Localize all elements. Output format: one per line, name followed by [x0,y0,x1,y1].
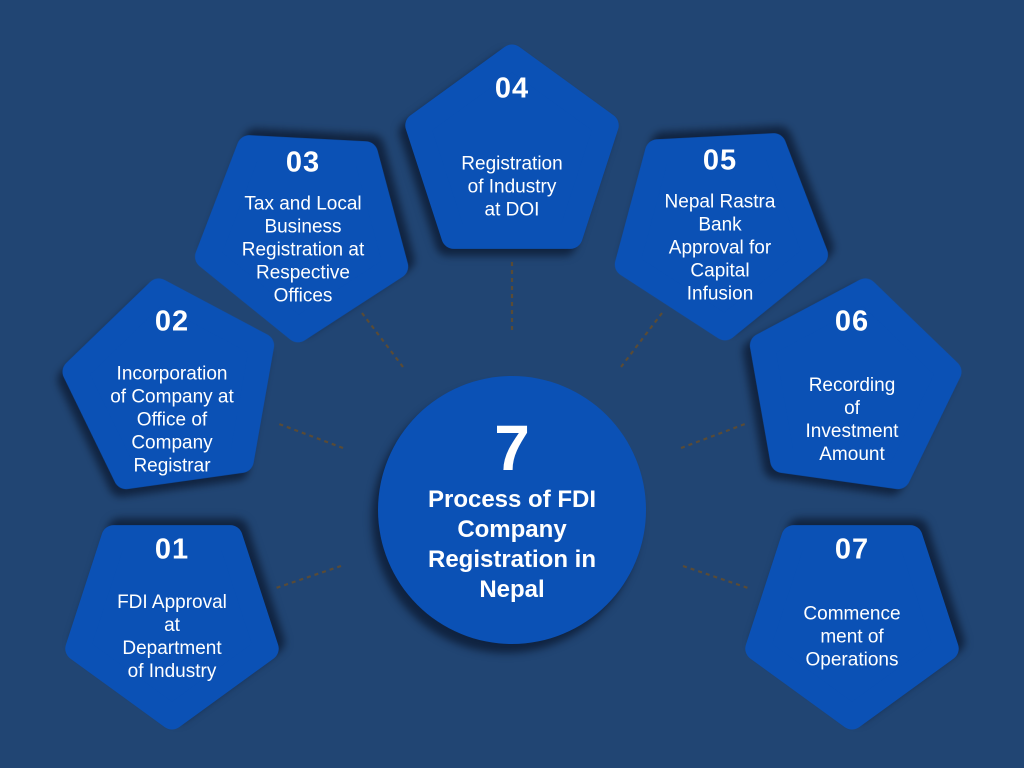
step-label: Recording of Investment Amount [805,375,899,465]
pentagon-shape-icon [405,44,619,249]
step-label: Incorporation of Company at Office of Co… [110,363,234,477]
connector-line-01 [275,564,342,590]
pentagon-shape-icon [62,278,275,490]
connector-line-05 [620,312,663,368]
step-count: 7 [494,412,530,484]
pentagon-shape-icon [65,525,279,730]
step-number: 01 [154,533,190,566]
pentagon-shape-icon [749,278,962,490]
step-label: FDI Approval at Department of Industry [117,592,227,682]
step-label: Nepal Rastra Bank Approval for Capital I… [664,191,776,305]
step-number: 07 [834,533,870,566]
step-pentagon-02: 02 Incorporation of Company at Office of… [48,261,296,509]
step-label: Registration of Industry at DOI [461,153,563,221]
connector-line-07 [682,564,749,590]
step-pentagon-01: 01 FDI Approval at Department of Industr… [48,498,296,746]
connector-line-02 [278,422,344,450]
step-label: Tax and Local Business Registration at R… [241,193,365,307]
step-pentagon-05: 05 Nepal Rastra Bank Approval for Capita… [596,109,844,357]
center-circle: 7 Process of FDI Company Registration in… [378,376,646,644]
connector-line-03 [361,312,404,368]
step-number: 04 [494,72,530,105]
pentagon-shape-icon [614,133,829,341]
step-number: 06 [834,305,870,338]
step-number: 03 [285,146,321,179]
step-number: 02 [154,305,190,338]
step-pentagon-03: 03 Tax and Local Business Registration a… [179,111,427,359]
step-label: Commence ment of Operations [803,603,901,671]
step-number: 05 [702,144,738,177]
step-pentagon-07: 07 Commence ment of Operations [728,498,976,746]
pentagon-shape-icon [194,135,409,343]
connector-line-06 [680,422,746,450]
step-pentagon-04: 04 Registration of Industry at DOI [388,28,636,276]
diagram-title: Process of FDI Company Registration in N… [427,486,597,603]
step-pentagon-06: 06 Recording of Investment Amount [728,261,976,509]
pentagon-shape-icon [745,525,959,730]
